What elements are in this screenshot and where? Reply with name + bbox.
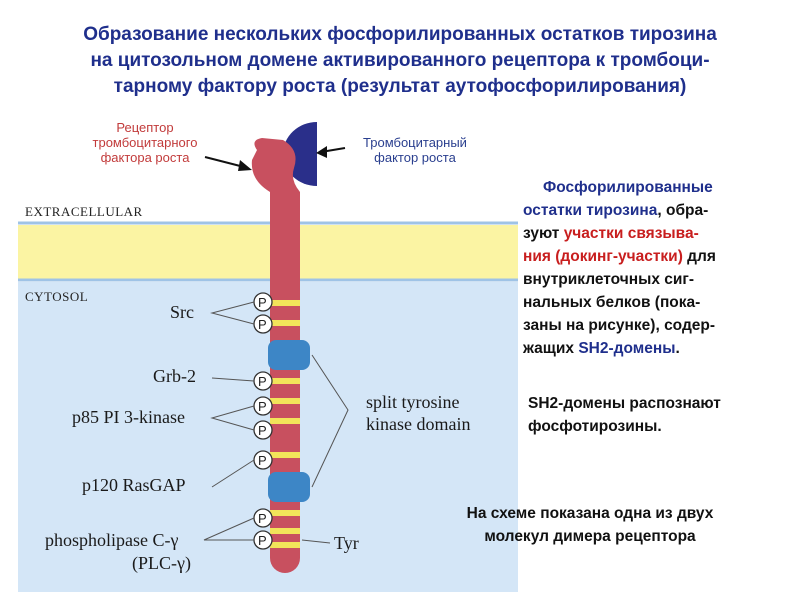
phospho-label: P: [258, 374, 267, 389]
side2-l2: фосфотирозины.: [528, 418, 662, 435]
slide-title: Образование нескольких фосфорилированных…: [18, 22, 782, 100]
label-src: Src: [170, 302, 194, 322]
dimer-note: На схеме показана одна из двух молекул д…: [420, 502, 760, 548]
tyr-band: [270, 528, 300, 534]
side-text: Фосфорилированные остатки тирозина, обра…: [523, 176, 785, 360]
side-l1: Фосфорилированные: [543, 179, 713, 196]
note-l2: молекул димера рецептора: [484, 528, 696, 545]
pdgf-label-line: Тромбоцитарный: [363, 135, 467, 150]
tyr-band: [270, 452, 300, 458]
side-l8a: жащих: [523, 340, 579, 357]
label-kinase-1: split tyrosine: [366, 392, 460, 412]
side-text-2: SH2-домены распознают фосфотирозины.: [528, 392, 721, 438]
side-l2a: остатки тирозина: [523, 202, 658, 219]
side-l8b: SH2-домены: [578, 340, 676, 357]
tyr-band: [270, 320, 300, 326]
title-line-1: Образование нескольких фосфорилированных…: [83, 24, 717, 45]
tyr-band: [270, 378, 300, 384]
pdgf-label: Тромбоцитарный фактор роста: [335, 135, 495, 165]
receptor-label: Рецептор тромбоцитарного фактора роста: [60, 120, 230, 165]
side-l7: заны на рисунке), содер-: [523, 317, 716, 334]
leader-lines: [203, 301, 349, 544]
phospho-labels: P P P P P P P P: [258, 295, 267, 548]
label-p85: p85 PI 3-kinase: [72, 407, 185, 427]
tyr-band: [270, 542, 300, 548]
side-l8c: .: [675, 340, 680, 357]
phospho-label: P: [258, 453, 267, 468]
phospho-label: P: [258, 533, 267, 548]
side-l4b: для: [682, 248, 716, 265]
phospho-label: P: [258, 295, 267, 310]
side-l6: нальных белков (пока-: [523, 294, 701, 311]
pdgf-label-line: фактор роста: [374, 150, 456, 165]
phospho-label: P: [258, 511, 267, 526]
side-l5: внутриклеточных сиг-: [523, 271, 695, 288]
membrane-bilayer: [18, 225, 518, 280]
receptor-label-line: тромбоцитарного: [92, 135, 198, 150]
kinase-domain-upper: [268, 340, 310, 370]
tyr-band: [270, 300, 300, 306]
title-line-3: тарному фактору роста (результат аутофос…: [113, 76, 687, 97]
label-plc-2: (PLC-γ): [132, 553, 191, 573]
tyrosine-bands: [270, 300, 300, 548]
receptor-label-line: фактора роста: [100, 150, 190, 165]
side-l4a: ния (докинг-участки): [523, 248, 683, 265]
phospho-label: P: [258, 423, 267, 438]
side-l3b: участки связыва-: [563, 225, 699, 242]
receptor-tail: [270, 555, 300, 573]
phospho-label: P: [258, 399, 267, 414]
phospho-label: P: [258, 317, 267, 332]
arrows: [204, 146, 346, 171]
side-l2b: , обра-: [657, 202, 709, 219]
note-l1: На схеме показана одна из двух: [466, 505, 714, 522]
kinase-domain-lower: [268, 472, 310, 502]
tyr-band: [270, 398, 300, 404]
receptor-head: [251, 138, 300, 210]
title-line-2: на цитозольном домене активированного ре…: [90, 50, 710, 71]
label-grb2: Grb-2: [153, 366, 196, 386]
label-rasgap: p120 RasGAP: [82, 475, 186, 495]
label-plc-1: phospholipase C-γ: [45, 530, 179, 550]
cytosol-label: CYTOSOL: [25, 289, 89, 304]
receptor-label-line: Рецептор: [116, 120, 174, 135]
label-kinase-2: kinase domain: [366, 414, 471, 434]
side-l3a: зуют: [523, 225, 564, 242]
side2-l1: SH2-домены распознают: [528, 395, 721, 412]
tyr-band: [270, 418, 300, 424]
extracellular-label: EXTRACELLULAR: [25, 204, 143, 219]
tyr-band: [270, 510, 300, 516]
label-tyr: Tyr: [334, 533, 359, 553]
